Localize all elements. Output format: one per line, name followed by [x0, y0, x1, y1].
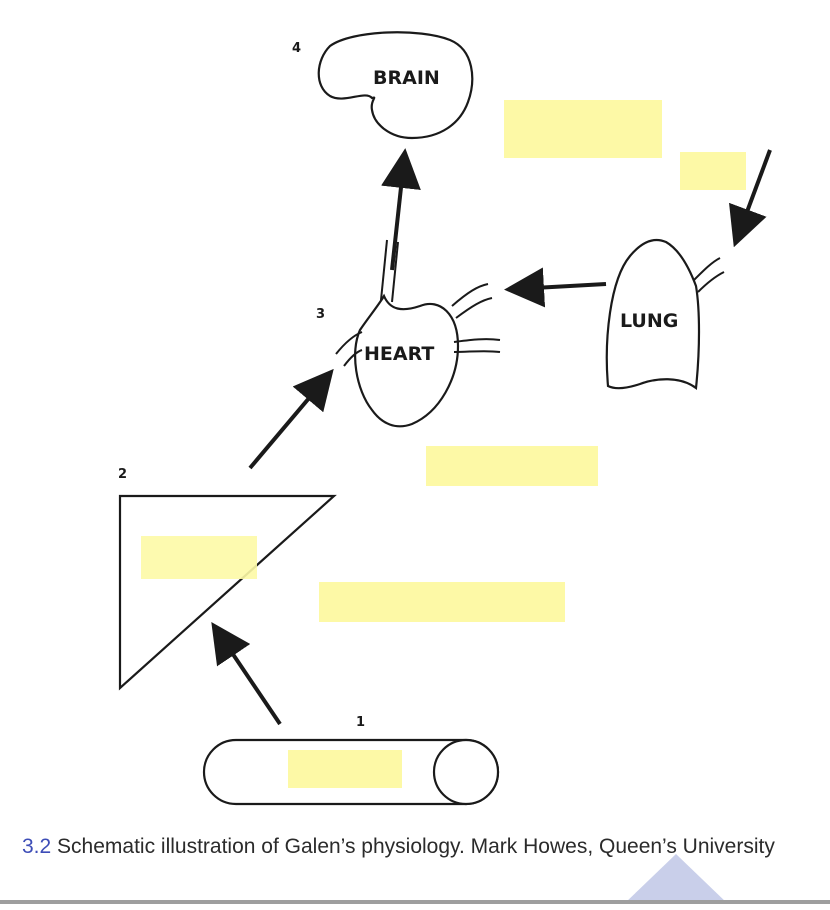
bottom-divider [0, 900, 830, 904]
heart-vessel-right-1 [451, 283, 489, 307]
blank-box-intestine-label [288, 750, 402, 788]
heart-vessel-right-2 [455, 297, 493, 319]
figure-number: 3.2 [22, 835, 52, 858]
arrow-heart-to-brain [381, 148, 421, 271]
blank-box-brain-note [504, 100, 662, 158]
arrow-intestine-to-liver [211, 622, 282, 726]
lung-vessel-1 [693, 257, 721, 281]
arrow-lung-to-heart [504, 267, 607, 308]
arrow-liver-to-heart [248, 368, 334, 470]
heart-outline [354, 293, 460, 428]
heart-label: HEART [364, 343, 434, 365]
caption-text: Schematic illustration of Galen’s physio… [57, 835, 775, 858]
heart-vessel-left-1 [335, 331, 363, 355]
blank-box-heart-note [426, 446, 598, 486]
scroll-up-triangle[interactable] [624, 854, 728, 900]
arrow-into-lung [729, 149, 772, 248]
number-3: 3 [316, 307, 325, 322]
brain-vessel-left [380, 239, 388, 301]
liver-triangle [118, 494, 337, 691]
lung-outline [605, 238, 701, 391]
number-1: 1 [356, 715, 365, 730]
brain-outline [317, 31, 474, 140]
heart-vessel-left-2 [343, 349, 363, 367]
brain-vessel-right [391, 241, 399, 303]
lung-label: LUNG [620, 310, 678, 332]
lung-vessel-2 [697, 271, 725, 293]
brain-label: BRAIN [373, 67, 440, 89]
blank-box-liver-label [141, 536, 257, 579]
figure-caption: 3.2 Schematic illustration of Galen’s ph… [22, 832, 812, 862]
heart-vessel-right-4 [453, 350, 501, 353]
blank-box-air-note [680, 152, 746, 190]
number-2: 2 [118, 467, 127, 482]
number-4: 4 [292, 41, 301, 56]
blank-box-liver-note [319, 582, 565, 622]
intestine-cylinder-end [432, 738, 500, 806]
heart-vessel-right-3 [453, 338, 501, 343]
